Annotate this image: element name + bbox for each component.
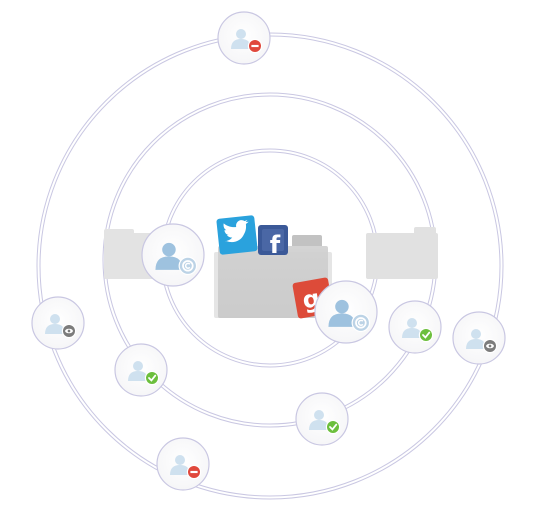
- badge-owner-icon: [178, 256, 198, 276]
- user-avatar-icon: [155, 242, 183, 270]
- user-node-mid-right[interactable]: [388, 300, 442, 354]
- user-avatar-icon: [466, 329, 486, 349]
- user-node-far-right[interactable]: [452, 311, 506, 365]
- badge-view-icon: [482, 338, 498, 354]
- user-avatar-icon: [309, 410, 329, 430]
- badge-remove-icon: [247, 38, 263, 54]
- badge-view-icon: [61, 323, 77, 339]
- badge-approved-icon: [325, 419, 341, 435]
- user-node-bottom[interactable]: [156, 437, 210, 491]
- badge-approved-icon: [418, 327, 434, 343]
- right-faded-folder-icon: [366, 227, 438, 279]
- badge-approved-icon: [144, 370, 160, 386]
- user-avatar-icon: [402, 318, 422, 338]
- facebook-letter: f: [270, 231, 281, 259]
- badge-remove-icon: [186, 464, 202, 480]
- user-node-mid-left[interactable]: [114, 343, 168, 397]
- user-avatar-icon: [328, 299, 356, 327]
- user-avatar-icon: [45, 314, 65, 334]
- user-node-lower-middle[interactable]: [295, 392, 349, 446]
- user-avatar-icon: [170, 455, 190, 475]
- user-nodes: [31, 11, 506, 491]
- badge-owner-icon: [351, 313, 371, 333]
- user-node-owner-left[interactable]: [141, 223, 205, 287]
- user-avatar-icon: [128, 361, 148, 381]
- user-avatar-icon: [231, 29, 251, 49]
- twitter-icon: [216, 215, 258, 255]
- user-node-top[interactable]: [217, 11, 271, 65]
- user-node-owner-right[interactable]: [314, 280, 378, 344]
- user-node-far-left[interactable]: [31, 296, 85, 350]
- facebook-icon: f: [258, 225, 288, 259]
